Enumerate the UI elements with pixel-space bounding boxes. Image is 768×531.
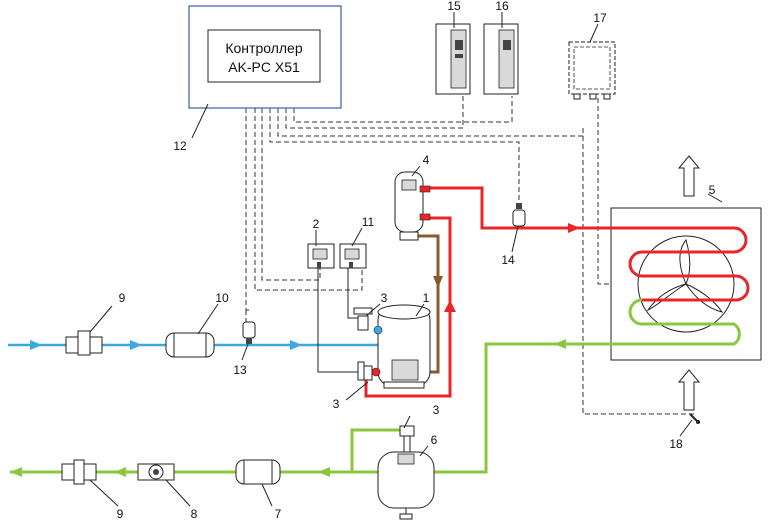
- label-2: 2: [313, 217, 320, 231]
- label-9-liquid: 9: [117, 507, 124, 521]
- label-14: 14: [501, 253, 515, 267]
- discharge-line: [364, 186, 750, 398]
- pressure-switch-11: [339, 243, 367, 269]
- signal-wires: [245, 96, 694, 415]
- controller-model: AK-PC X51: [228, 59, 300, 75]
- suction-filter: [165, 332, 215, 358]
- pressure-switch-2: [307, 243, 335, 269]
- compressor: [371, 304, 431, 389]
- label-18: 18: [669, 437, 683, 451]
- label-7: 7: [275, 507, 282, 521]
- label-13: 13: [233, 363, 247, 377]
- service-valve-suction: [353, 307, 373, 331]
- oil-separator: [394, 171, 431, 241]
- callout-labels: 15 16 17 12 4 5 2 11 1 3 3 3 6 7 8 9 9 1…: [117, 0, 716, 521]
- label-10: 10: [215, 291, 229, 305]
- shutoff-valve-suction: [65, 330, 103, 356]
- liquid-receiver: [377, 425, 435, 520]
- pressure-sensor-13: [242, 321, 256, 344]
- controller-name: Контроллер: [225, 40, 302, 56]
- label-4: 4: [423, 153, 430, 167]
- label-1: 1: [423, 291, 430, 305]
- frequency-drive-15: [435, 23, 471, 95]
- temperature-sensor-18: [689, 413, 700, 424]
- label-3-receiver: 3: [433, 403, 440, 417]
- label-16: 16: [495, 0, 509, 13]
- airflow-out-arrow-icon: [677, 155, 701, 197]
- frequency-drive-16: [483, 23, 519, 95]
- label-9-suction: 9: [119, 291, 126, 305]
- label-15: 15: [447, 0, 461, 13]
- label-5: 5: [709, 183, 716, 197]
- shutoff-valve-liquid: [61, 459, 97, 485]
- pressure-sensor-14: [512, 203, 526, 227]
- service-valve-discharge: [357, 361, 373, 381]
- label-6: 6: [431, 433, 438, 447]
- air-condenser: [610, 155, 762, 411]
- fan-controller-17: [568, 41, 616, 100]
- leader-lines: [89, 12, 723, 507]
- label-3-discharge: 3: [333, 397, 340, 411]
- airflow-in-arrow-icon: [677, 369, 701, 411]
- label-12: 12: [173, 139, 187, 153]
- label-11: 11: [362, 215, 375, 229]
- label-3-suction: 3: [381, 291, 388, 305]
- impulse-line-2: [317, 268, 366, 373]
- label-17: 17: [593, 11, 607, 25]
- controller-unit: Контроллер AK-PC X51: [188, 5, 342, 109]
- sight-glass: [137, 463, 175, 481]
- impulse-line-11: [347, 268, 362, 319]
- label-8: 8: [191, 507, 198, 521]
- oil-return-line: [412, 234, 443, 374]
- filter-drier: [235, 459, 281, 485]
